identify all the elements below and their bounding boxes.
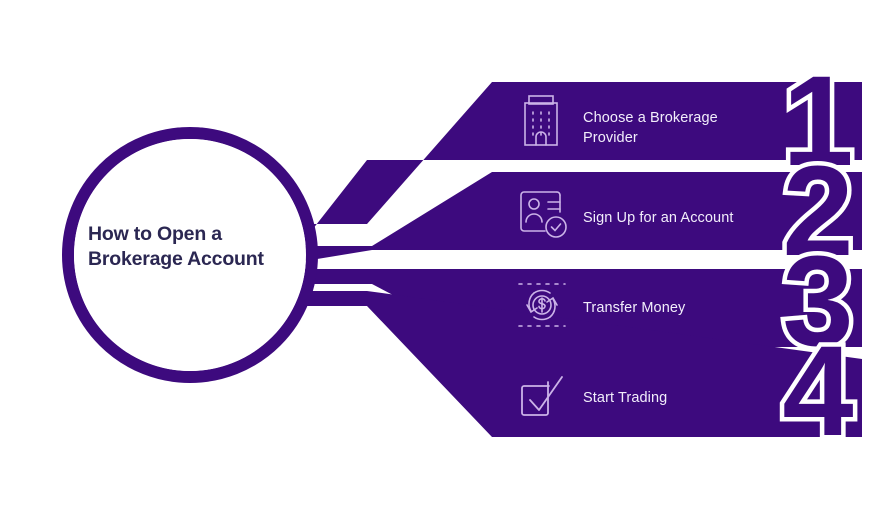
hub-circle-fill <box>74 139 306 371</box>
step-2-connector <box>305 172 862 261</box>
step-band-1[interactable] <box>305 82 862 239</box>
id-card-check-icon <box>520 191 567 238</box>
step-label-2: Sign Up for an Account <box>583 210 734 226</box>
step-label-1: Choose a Brokerage Provider <box>583 108 773 148</box>
money-transfer-icon <box>518 283 566 327</box>
step-numeral-1: 1 <box>782 50 853 193</box>
step-numeral-2: 2 <box>782 140 853 283</box>
page-title: How to Open a Brokerage Account <box>88 222 303 272</box>
step-3-connector <box>305 269 862 347</box>
step-band-3[interactable] <box>305 269 862 347</box>
page-title-line1: How to Open a <box>88 223 222 245</box>
checkbox-check-icon <box>521 376 563 416</box>
step-label-1-line2: Provider <box>583 130 638 146</box>
step-band-2[interactable] <box>305 172 862 261</box>
step-4-connector <box>305 291 862 437</box>
step-band-4[interactable] <box>305 291 862 437</box>
step-label-3: Transfer Money <box>583 300 686 316</box>
building-icon <box>524 95 558 146</box>
step-label-4: Start Trading <box>583 390 668 406</box>
step-numeral-4: 4 <box>782 320 853 463</box>
step-1-connector <box>305 82 862 239</box>
step-numeral-3: 3 <box>782 230 853 373</box>
step-label-1-line1: Choose a Brokerage <box>583 110 718 126</box>
page-title-line2: Brokerage Account <box>88 248 264 270</box>
numeral-group: 1 2 3 4 <box>778 46 858 468</box>
hub-circle <box>62 127 318 383</box>
